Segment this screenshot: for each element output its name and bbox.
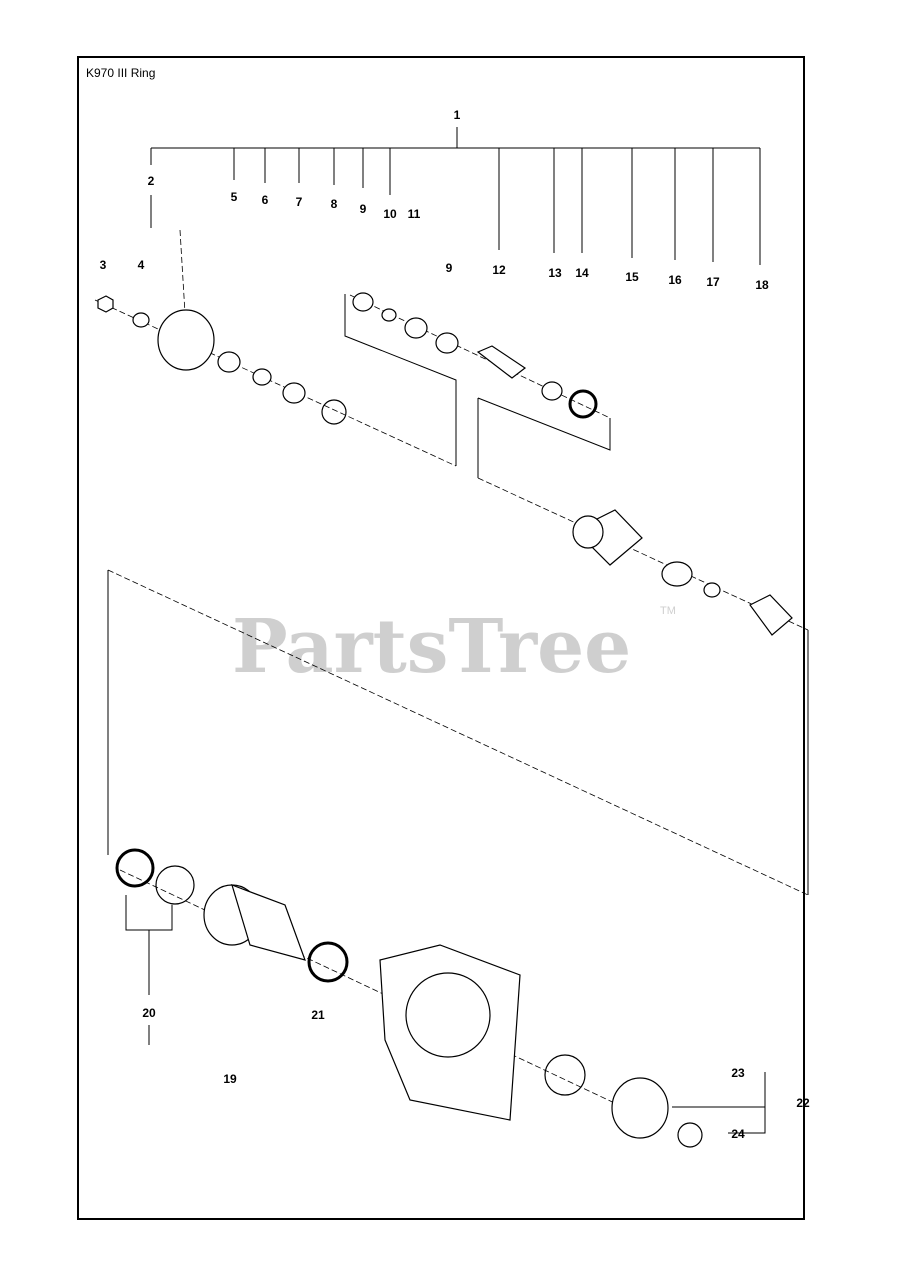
diagram-title: K970 III Ring: [86, 66, 156, 80]
assembly-bracket: [150, 127, 761, 265]
callout-13: 13: [548, 266, 562, 280]
callout-1: 1: [454, 108, 461, 122]
callout-16: 16: [668, 273, 682, 287]
callout-4: 4: [138, 258, 145, 272]
callout-3: 3: [100, 258, 107, 272]
callout-12: 12: [492, 263, 506, 277]
callout-17: 17: [706, 275, 720, 289]
callout-7: 7: [296, 195, 303, 209]
callout-23: 23: [731, 1066, 745, 1080]
callout-8: 8: [331, 197, 338, 211]
callout-21: 21: [311, 1008, 325, 1022]
callout-15: 15: [625, 270, 639, 284]
callout-2: 2: [148, 174, 155, 188]
callout-labels: 1 2 3 4 5 6 7 8 9 10 11 9 12 13 14 15 16…: [100, 108, 810, 1141]
upper-parts: [94, 229, 809, 896]
watermark: PartsTree: [232, 604, 631, 690]
callout-22: 22: [796, 1096, 810, 1110]
callout-19: 19: [223, 1072, 237, 1086]
callout-10: 10: [383, 207, 397, 221]
callout-5: 5: [231, 190, 238, 204]
callout-24: 24: [731, 1127, 745, 1141]
callout-20: 20: [142, 1006, 156, 1020]
callout-9b: 9: [446, 261, 453, 275]
callout-14: 14: [575, 266, 589, 280]
callout-11: 11: [408, 207, 421, 221]
watermark-trademark: TM: [660, 605, 676, 617]
diagram-frame: [77, 56, 805, 1220]
callout-6: 6: [262, 193, 269, 207]
lower-parts: [115, 848, 766, 1148]
callout-18: 18: [755, 278, 769, 292]
callout-9a: 9: [360, 202, 367, 216]
